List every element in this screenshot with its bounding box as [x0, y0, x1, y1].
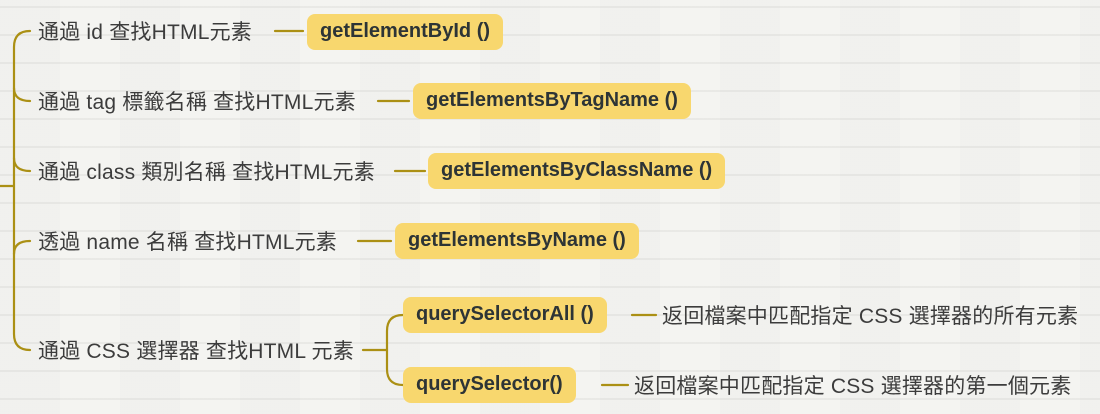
method-box-getelementsbyname[interactable]: getElementsByName (): [395, 223, 639, 259]
description-queryselector[interactable]: 返回檔案中匹配指定 CSS 選擇器的第一個元素: [634, 375, 1072, 398]
method-box-getelementsbytagname[interactable]: getElementsByTagName (): [413, 83, 691, 119]
branch-label-name[interactable]: 透過 name 名稱 查找HTML元素: [38, 231, 337, 254]
branch-label-tag[interactable]: 通過 tag 標籤名稱 查找HTML元素: [38, 91, 356, 114]
css-mini-trunk: [385, 313, 405, 387]
branch-arc-name: [12, 239, 32, 256]
branch-label-css-selector[interactable]: 通過 CSS 選擇器 查找HTML 元素: [38, 340, 354, 363]
method-box-queryselector[interactable]: querySelector(): [403, 367, 576, 403]
branch-label-id[interactable]: 通過 id 查找HTML元素: [38, 21, 252, 44]
description-queryselectorall[interactable]: 返回檔案中匹配指定 CSS 選擇器的所有元素: [662, 305, 1079, 328]
branch-arc-tag: [12, 86, 32, 103]
branch-arc-class: [12, 156, 32, 173]
method-box-getelementbyid[interactable]: getElementById (): [307, 14, 504, 50]
branch-label-class[interactable]: 通過 class 類別名稱 查找HTML元素: [38, 161, 375, 184]
main-trunk: [12, 29, 32, 352]
method-box-getelementsbyclassname[interactable]: getElementsByClassName (): [428, 153, 726, 189]
method-box-queryselectorall[interactable]: querySelectorAll (): [403, 297, 607, 333]
